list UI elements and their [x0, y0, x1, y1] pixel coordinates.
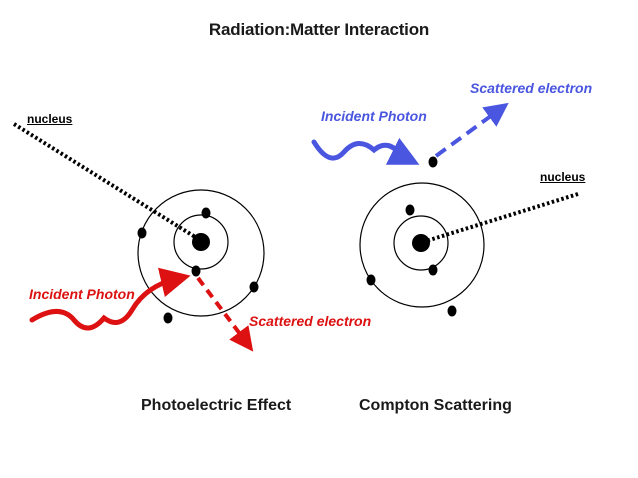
diagram-title: Radiation:Matter Interaction: [208, 20, 430, 39]
photoelectric-scattered-electron-label: Scattered electron: [249, 313, 372, 329]
compton-nucleus-label: nucleus: [540, 170, 586, 184]
nucleus-pointer-line: [12, 122, 202, 242]
photoelectric-incident-photon-label: Incident Photon: [29, 286, 135, 302]
compton-atom: [311, 102, 579, 317]
outer-electron-shell: [137, 189, 265, 317]
compton-incident-photon-label: Incident Photon: [321, 108, 427, 124]
incident-photon-wave: [311, 137, 420, 165]
electron: [428, 156, 438, 168]
photoelectric-atom: [12, 122, 265, 352]
nucleus: [412, 234, 430, 252]
electron: [249, 281, 259, 293]
electron: [201, 207, 211, 219]
inner-electron-shell: [173, 214, 229, 270]
photoelectric-caption: Photoelectric Effect: [141, 397, 292, 414]
electron: [163, 312, 173, 324]
nucleus-pointer-line: [422, 192, 579, 244]
inner-electron-shell: [393, 215, 449, 271]
electron: [447, 305, 457, 317]
nucleus: [192, 233, 210, 251]
scattered-electron-arrow: [196, 276, 254, 352]
electron: [137, 227, 147, 239]
electron: [191, 265, 201, 277]
electron: [366, 274, 376, 286]
electron: [428, 264, 438, 276]
compton-scattered-electron-label: Scattered electron: [470, 80, 593, 96]
outer-electron-shell: [359, 182, 485, 308]
scattered-electron-arrow: [434, 102, 509, 158]
photoelectric-nucleus-label: nucleus: [27, 112, 73, 126]
compton-caption: Compton Scattering: [359, 397, 512, 414]
incident-photon-wave: [29, 267, 191, 331]
electron: [405, 204, 415, 216]
